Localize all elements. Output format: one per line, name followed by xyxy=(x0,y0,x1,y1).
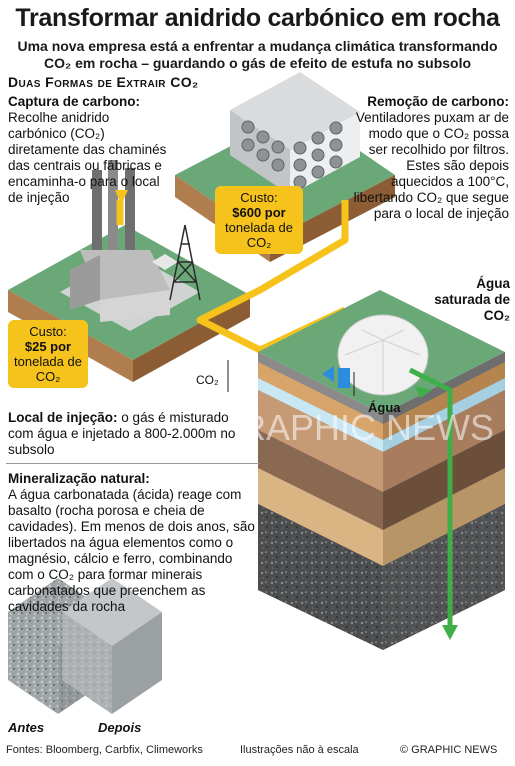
cost-capture-badge: Custo: $25 por tonelada de CO₂ xyxy=(8,320,88,388)
co2-label: CO₂ xyxy=(196,373,219,387)
water-label: Água xyxy=(368,400,401,415)
pipe-arrow xyxy=(115,190,128,205)
after-label: Depois xyxy=(98,720,142,735)
page-title: Transformar anidrido carbónico em rocha xyxy=(15,4,500,32)
mineralization-text: A água carbonatada (ácida) reage com bas… xyxy=(8,487,255,614)
fan-unit xyxy=(230,72,360,195)
cost-capture-prefix: Custo: xyxy=(29,324,67,339)
removal-text: Ventiladores puxam ar de modo que o CO₂ … xyxy=(353,110,509,221)
removal-block: Remoção de carbono: Ventiladores puxam a… xyxy=(352,94,509,222)
capture-text: Recolhe anidrido carbónico (CO₂) diretam… xyxy=(8,110,167,205)
cost-removal-unit: tonelada de CO₂ xyxy=(225,220,293,250)
watermark-text: GRAPHIC NEWS xyxy=(212,407,494,448)
mineralization-heading: Mineralização natural: xyxy=(8,471,150,486)
injection-tower xyxy=(169,224,201,301)
footer-note: Ilustrações não à escala xyxy=(240,744,359,756)
injection-block: Local de injeção: o gás é misturado com … xyxy=(8,410,253,458)
divider xyxy=(6,463,260,464)
saturated-water-label: Água saturada de CO₂ xyxy=(434,276,510,323)
footer-credit: © GRAPHIC NEWS xyxy=(400,744,498,756)
dome xyxy=(337,314,429,396)
water-pipe xyxy=(338,368,350,388)
cost-removal-badge: Custo: $600 por tonelada de CO₂ xyxy=(215,186,303,254)
saturated-arrow xyxy=(415,386,432,398)
cost-capture-amount: $25 por xyxy=(24,339,72,354)
cost-capture-unit: tonelada de CO₂ xyxy=(14,354,82,384)
rock-sample-after xyxy=(62,578,162,714)
page-subtitle: Uma nova empresa está a enfrentar a muda… xyxy=(17,38,498,71)
capture-block: Captura de carbono: Recolhe anidrido car… xyxy=(8,94,168,206)
removal-heading: Remoção de carbono: xyxy=(367,94,509,109)
injection-pipe xyxy=(408,367,453,630)
injection-heading: Local de injeção: xyxy=(8,410,118,425)
cost-removal-prefix: Custo: xyxy=(240,190,278,205)
mineralization-block: Mineralização natural: A água carbonatad… xyxy=(8,471,258,615)
injection-arrow xyxy=(442,625,458,640)
capture-heading: Captura de carbono: xyxy=(8,94,141,109)
before-label: Antes xyxy=(8,720,45,735)
cost-removal-amount: $600 por xyxy=(232,205,286,220)
injection-text: o gás é misturado com água e injetado a … xyxy=(8,410,236,457)
section-heading: Duas Formas de Extrair CO₂ xyxy=(8,74,199,90)
factory xyxy=(70,160,178,322)
footer-sources: Fontes: Bloomberg, Carbfix, Climeworks xyxy=(6,744,203,756)
water-arrow xyxy=(322,366,334,382)
